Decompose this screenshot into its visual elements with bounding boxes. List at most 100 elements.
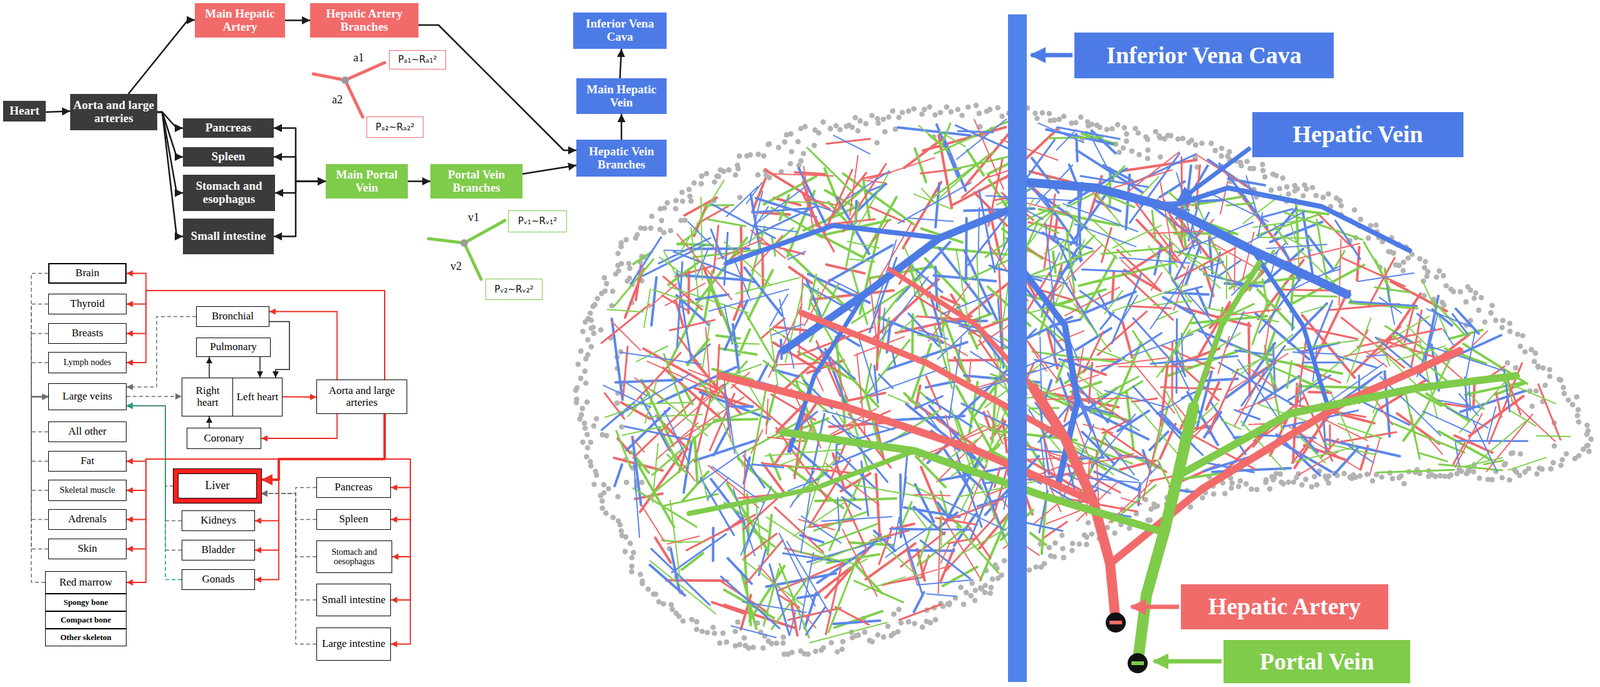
surface-dot xyxy=(694,627,700,633)
flow-arrow xyxy=(275,181,326,194)
surface-dot xyxy=(1254,486,1260,493)
surface-dot xyxy=(795,139,802,145)
surface-dot xyxy=(689,617,695,623)
surface-dot xyxy=(1364,471,1371,478)
surface-dot xyxy=(921,106,928,113)
inlet-marker xyxy=(1105,612,1126,633)
surface-dot xyxy=(618,240,624,247)
compartment-box: Compact bone xyxy=(45,611,127,629)
surface-dot xyxy=(628,563,635,570)
inferior-vena-cava-bar xyxy=(1007,14,1027,683)
surface-dot xyxy=(1499,325,1505,331)
surface-dot xyxy=(1251,166,1257,172)
formula-box: Pᵥ₁~Rᵥ₁² xyxy=(508,210,567,233)
flow-arrow xyxy=(126,405,182,522)
surface-dot xyxy=(1532,350,1539,357)
process-box: Hepatic Vein Branches xyxy=(576,139,667,177)
surface-dot xyxy=(1482,319,1488,326)
surface-dot xyxy=(957,585,964,591)
surface-dot xyxy=(811,142,818,149)
compartment-box: Aorta and large arteries xyxy=(316,379,408,415)
compartment-box: Right heart xyxy=(181,377,234,417)
surface-dot xyxy=(598,327,604,333)
vein-branch xyxy=(789,294,865,452)
surface-dot xyxy=(1467,287,1474,294)
flow-arrow xyxy=(126,395,182,398)
surface-dot xyxy=(1313,192,1320,199)
surface-dot xyxy=(679,189,685,196)
compartment-box: Spongy bone xyxy=(45,593,127,612)
process-box: Main Portal Vein xyxy=(325,164,408,199)
portal-branch xyxy=(689,451,915,514)
surface-dot xyxy=(1437,472,1444,479)
surface-dot xyxy=(1157,154,1164,160)
compartment-box: Fat xyxy=(48,451,127,472)
surface-dot xyxy=(1303,186,1310,192)
branch-arm xyxy=(345,62,385,81)
box-label: Fat xyxy=(80,455,95,468)
surface-dot xyxy=(619,533,626,539)
box-label: Skin xyxy=(77,543,98,556)
surface-dot xyxy=(999,113,1005,120)
inlet-dash xyxy=(1131,661,1144,666)
surface-dot xyxy=(637,571,644,578)
process-box: Hepatic Artery Branches xyxy=(310,3,419,38)
flow-arrow xyxy=(261,493,317,520)
surface-dot xyxy=(1476,475,1483,482)
surface-dot xyxy=(1061,555,1067,561)
surface-dot xyxy=(1337,197,1344,204)
surface-dot xyxy=(1145,155,1151,162)
surface-dot xyxy=(1401,481,1408,487)
surface-dot xyxy=(1212,147,1219,154)
surface-dot xyxy=(1393,262,1399,269)
compartment-box: Pancreas xyxy=(316,477,391,499)
artery-branch-symbol xyxy=(313,62,385,118)
surface-dot xyxy=(711,179,718,186)
surface-dot xyxy=(1470,469,1477,475)
surface-dot xyxy=(1517,343,1524,350)
surface-dot xyxy=(1547,374,1554,380)
surface-dot xyxy=(1128,148,1135,155)
compartment-box: Skin xyxy=(48,538,127,560)
surface-dot xyxy=(961,602,967,608)
box-label: Left heart xyxy=(236,391,279,404)
leader-arrow xyxy=(1177,147,1251,202)
flow-arrow xyxy=(31,304,49,398)
surface-dot xyxy=(603,432,610,439)
surface-dot xyxy=(1400,259,1407,265)
compartment-box: Large veins xyxy=(48,383,127,411)
box-label: Small intestine xyxy=(191,229,267,244)
surface-dot xyxy=(773,640,780,647)
box-label: Adrenals xyxy=(68,513,107,526)
surface-dot xyxy=(618,528,624,534)
surface-dot xyxy=(732,643,739,650)
surface-dot xyxy=(1365,235,1372,242)
surface-dot xyxy=(780,634,787,641)
surface-dot xyxy=(891,611,898,618)
surface-dot xyxy=(828,640,835,646)
surface-dot xyxy=(1569,402,1576,408)
surface-dot xyxy=(780,640,787,646)
surface-dot xyxy=(1284,184,1290,190)
surface-dot xyxy=(590,330,597,337)
surface-dot xyxy=(1457,289,1464,296)
surface-dot xyxy=(1208,140,1215,147)
surface-dot xyxy=(699,628,705,635)
surface-dot xyxy=(1396,475,1403,482)
surface-dot xyxy=(1300,192,1307,199)
surface-dot xyxy=(932,617,939,623)
surface-dot xyxy=(1278,479,1285,486)
surface-dot xyxy=(1456,466,1463,473)
surface-dot xyxy=(602,288,609,295)
surface-dot xyxy=(1078,114,1084,121)
surface-dot xyxy=(839,646,846,653)
surface-dot xyxy=(1026,567,1033,574)
process-box: Pancreas xyxy=(182,118,274,138)
surface-dot xyxy=(840,638,846,645)
surface-dot xyxy=(1187,504,1194,510)
surface-dot xyxy=(1311,474,1318,480)
surface-dot xyxy=(1189,137,1195,144)
surface-dot xyxy=(875,632,881,638)
surface-dot xyxy=(1294,186,1301,192)
surface-dot xyxy=(1588,436,1594,443)
